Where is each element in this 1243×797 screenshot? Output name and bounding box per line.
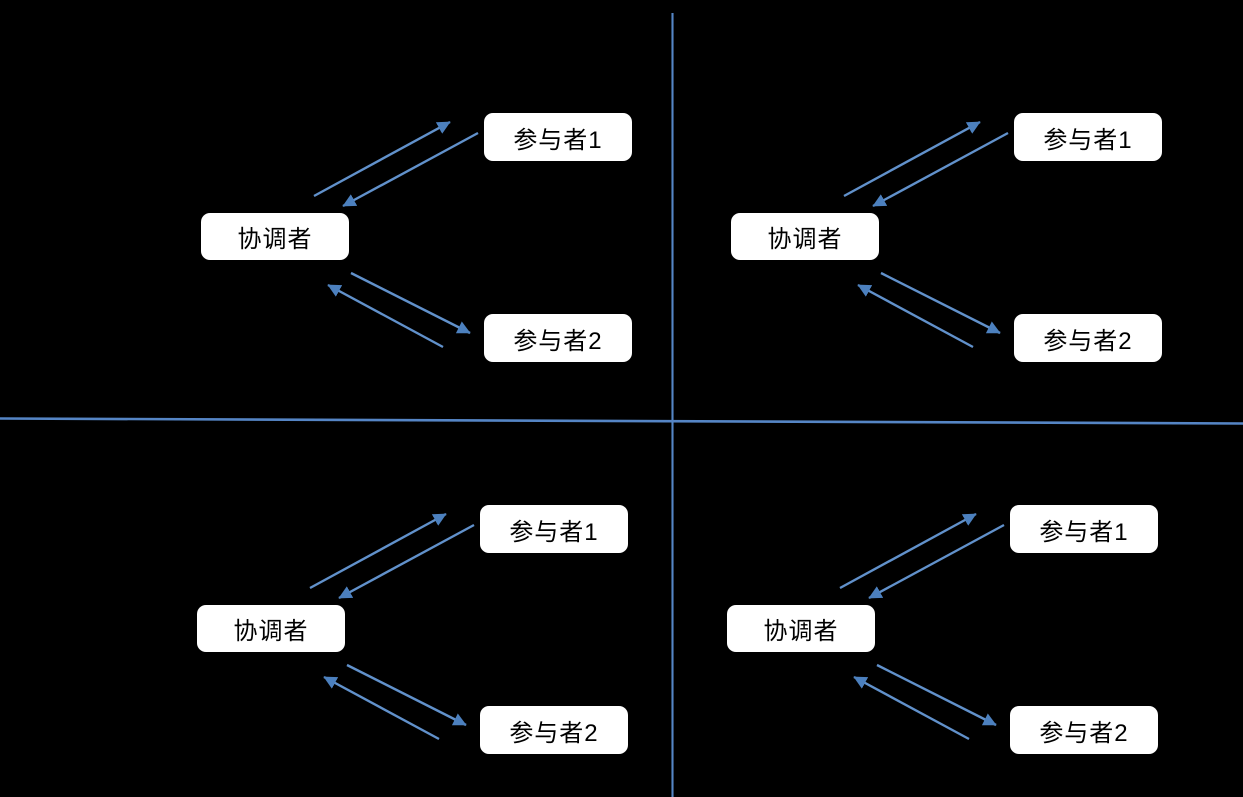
participant2-node: 参与者2 — [1014, 314, 1162, 362]
participant2-node: 参与者2 — [1010, 706, 1158, 754]
quadrant-bottom-right: 协调者 参与者1 参与者2 — [727, 505, 1187, 765]
participant1-node: 参与者1 — [480, 505, 628, 553]
arrow-coordinator-to-participant2 — [346, 663, 467, 727]
quadrant-bottom-left: 协调者 参与者1 参与者2 — [197, 505, 657, 765]
coordinator-node: 协调者 — [201, 213, 349, 260]
participant1-node: 参与者1 — [1010, 505, 1158, 553]
message-arrows — [309, 512, 475, 741]
horizontal-divider-line — [0, 417, 1243, 425]
coordinator-node: 协调者 — [197, 605, 345, 652]
coordinator-node: 协调者 — [727, 605, 875, 652]
arrow-participant1-to-coordinator — [868, 523, 1005, 600]
participant1-node: 参与者1 — [484, 113, 632, 161]
arrow-participant1-to-coordinator — [338, 523, 475, 600]
arrow-coordinator-to-participant1 — [309, 512, 447, 590]
message-arrows — [843, 120, 1009, 349]
arrow-participant1-to-coordinator — [872, 131, 1009, 208]
arrow-coordinator-to-participant1 — [839, 512, 977, 590]
arrow-coordinator-to-participant1 — [843, 120, 981, 198]
quadrant-top-left: 协调者 参与者1 参与者2 — [201, 113, 661, 373]
message-arrows — [839, 512, 1005, 741]
arrow-coordinator-to-participant1 — [313, 120, 451, 198]
arrow-participant1-to-coordinator — [342, 131, 479, 208]
arrow-participant2-to-coordinator — [327, 283, 444, 349]
message-arrows — [313, 120, 479, 349]
participant2-node: 参与者2 — [480, 706, 628, 754]
participant2-node: 参与者2 — [484, 314, 632, 362]
arrow-coordinator-to-participant2 — [876, 663, 997, 727]
arrow-participant2-to-coordinator — [323, 675, 440, 741]
coordinator-node: 协调者 — [731, 213, 879, 260]
arrow-participant2-to-coordinator — [857, 283, 974, 349]
participant1-node: 参与者1 — [1014, 113, 1162, 161]
arrow-coordinator-to-participant2 — [880, 271, 1001, 335]
arrow-participant2-to-coordinator — [853, 675, 970, 741]
quadrant-top-right: 协调者 参与者1 参与者2 — [731, 113, 1191, 373]
arrow-coordinator-to-participant2 — [350, 271, 471, 335]
